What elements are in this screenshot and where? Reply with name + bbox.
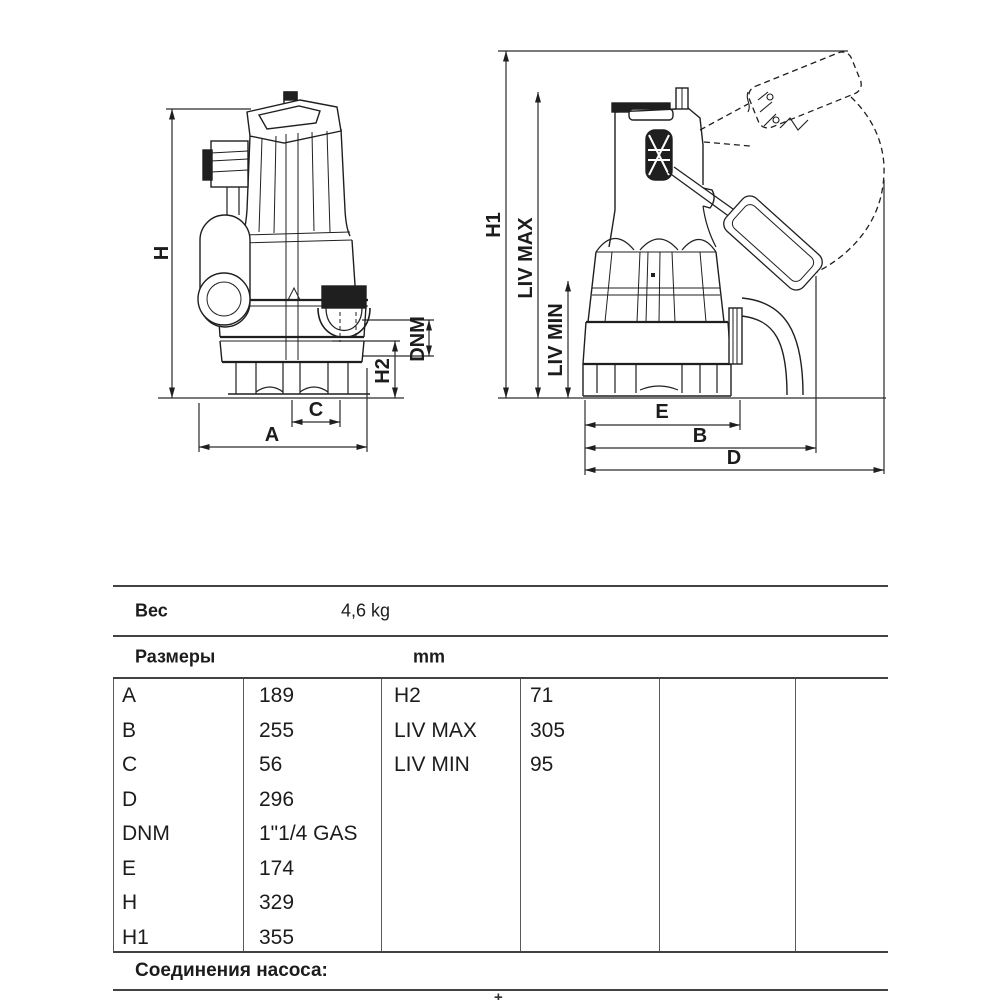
front-pump-body xyxy=(216,91,370,395)
dim-label-dnm: DNM xyxy=(407,316,429,362)
front-view-drawing: H A C H2 DNM xyxy=(151,91,434,452)
side-pump-body xyxy=(582,87,732,397)
connections-row: Соединения насоса: xyxy=(113,953,888,991)
grid-col-names-right: H2 LIV MAX LIV MIN xyxy=(381,679,520,951)
dim-row-value: 255 xyxy=(259,718,295,742)
spec-table: Вес 4,6 kg Размеры mm A B C D DNM E H H1… xyxy=(113,585,888,991)
dimensions-grid: A B C D DNM E H H1 189 255 56 296 1"1/4 … xyxy=(113,677,888,953)
dim-row-label: E xyxy=(122,856,137,880)
dim-row-value: 296 xyxy=(259,787,295,811)
dim-row-value: 95 xyxy=(530,753,554,776)
grid-col-empty-1 xyxy=(659,679,795,951)
grid-col-values-right: 71 305 95 xyxy=(520,679,659,951)
front-dimension-lines xyxy=(158,108,434,452)
dim-label-h: H xyxy=(151,246,173,260)
dim-label-a: A xyxy=(265,424,279,446)
technical-drawing: H A C H2 DNM xyxy=(151,50,886,475)
weight-label: Вес xyxy=(135,600,168,621)
page-crop-mark: + xyxy=(494,989,503,1000)
cable-clip-detail xyxy=(746,91,809,131)
dimensions-label: Размеры xyxy=(135,646,216,667)
grid-col-empty-2 xyxy=(795,679,888,951)
front-float-switch xyxy=(197,140,251,328)
grid-col-names-left: A B C D DNM E H H1 xyxy=(113,679,243,951)
dim-row-value: 71 xyxy=(530,684,554,707)
side-dimension-lines xyxy=(498,50,886,475)
dim-row-value: 329 xyxy=(259,891,295,914)
dim-row-value: 56 xyxy=(259,753,283,776)
dim-row-label: B xyxy=(122,718,137,742)
dim-row-label: H2 xyxy=(394,684,421,707)
dim-row-label: C xyxy=(122,753,138,776)
side-float-switch xyxy=(667,51,885,291)
dim-label-h1: H1 xyxy=(483,212,505,238)
grid-col-values-left: 189 255 56 296 1"1/4 GAS 174 329 355 xyxy=(243,679,381,951)
dim-label-b: B xyxy=(693,425,707,447)
dim-row-label: LIV MIN xyxy=(394,753,470,776)
dim-row-value: 1"1/4 GAS xyxy=(259,822,358,845)
dim-row-label: A xyxy=(122,684,137,707)
float-raised-position xyxy=(699,51,862,147)
side-view-drawing: H1 LIV MAX LIV MIN E B D xyxy=(483,50,886,475)
dim-row-label: H xyxy=(122,891,138,914)
dim-row-label: D xyxy=(122,787,138,811)
dim-label-c: C xyxy=(309,399,323,421)
dimensions-header-row: Размеры mm xyxy=(113,635,888,677)
dim-label-h2: H2 xyxy=(372,358,394,384)
dim-row-label: H1 xyxy=(122,925,149,949)
connections-label: Соединения насоса: xyxy=(135,960,328,981)
dim-row-value: 189 xyxy=(259,684,295,707)
dim-label-liv-min: LIV MIN xyxy=(545,303,567,376)
dim-row-value: 174 xyxy=(259,856,295,880)
dimensions-unit: mm xyxy=(413,646,446,667)
weight-row: Вес 4,6 kg xyxy=(113,585,888,635)
weight-value: 4,6 kg xyxy=(341,600,391,621)
dim-row-value: 355 xyxy=(259,925,295,949)
float-swing-arc xyxy=(816,96,885,273)
dim-label-e: E xyxy=(655,401,668,423)
dim-row-value: 305 xyxy=(530,718,566,742)
dim-label-liv-max: LIV MAX xyxy=(515,217,537,299)
dim-row-label: DNM xyxy=(122,822,170,845)
front-discharge-port xyxy=(317,285,371,342)
dim-row-label: LIV MAX xyxy=(394,718,477,742)
side-discharge-elbow xyxy=(728,297,804,396)
dim-label-d: D xyxy=(727,447,741,469)
